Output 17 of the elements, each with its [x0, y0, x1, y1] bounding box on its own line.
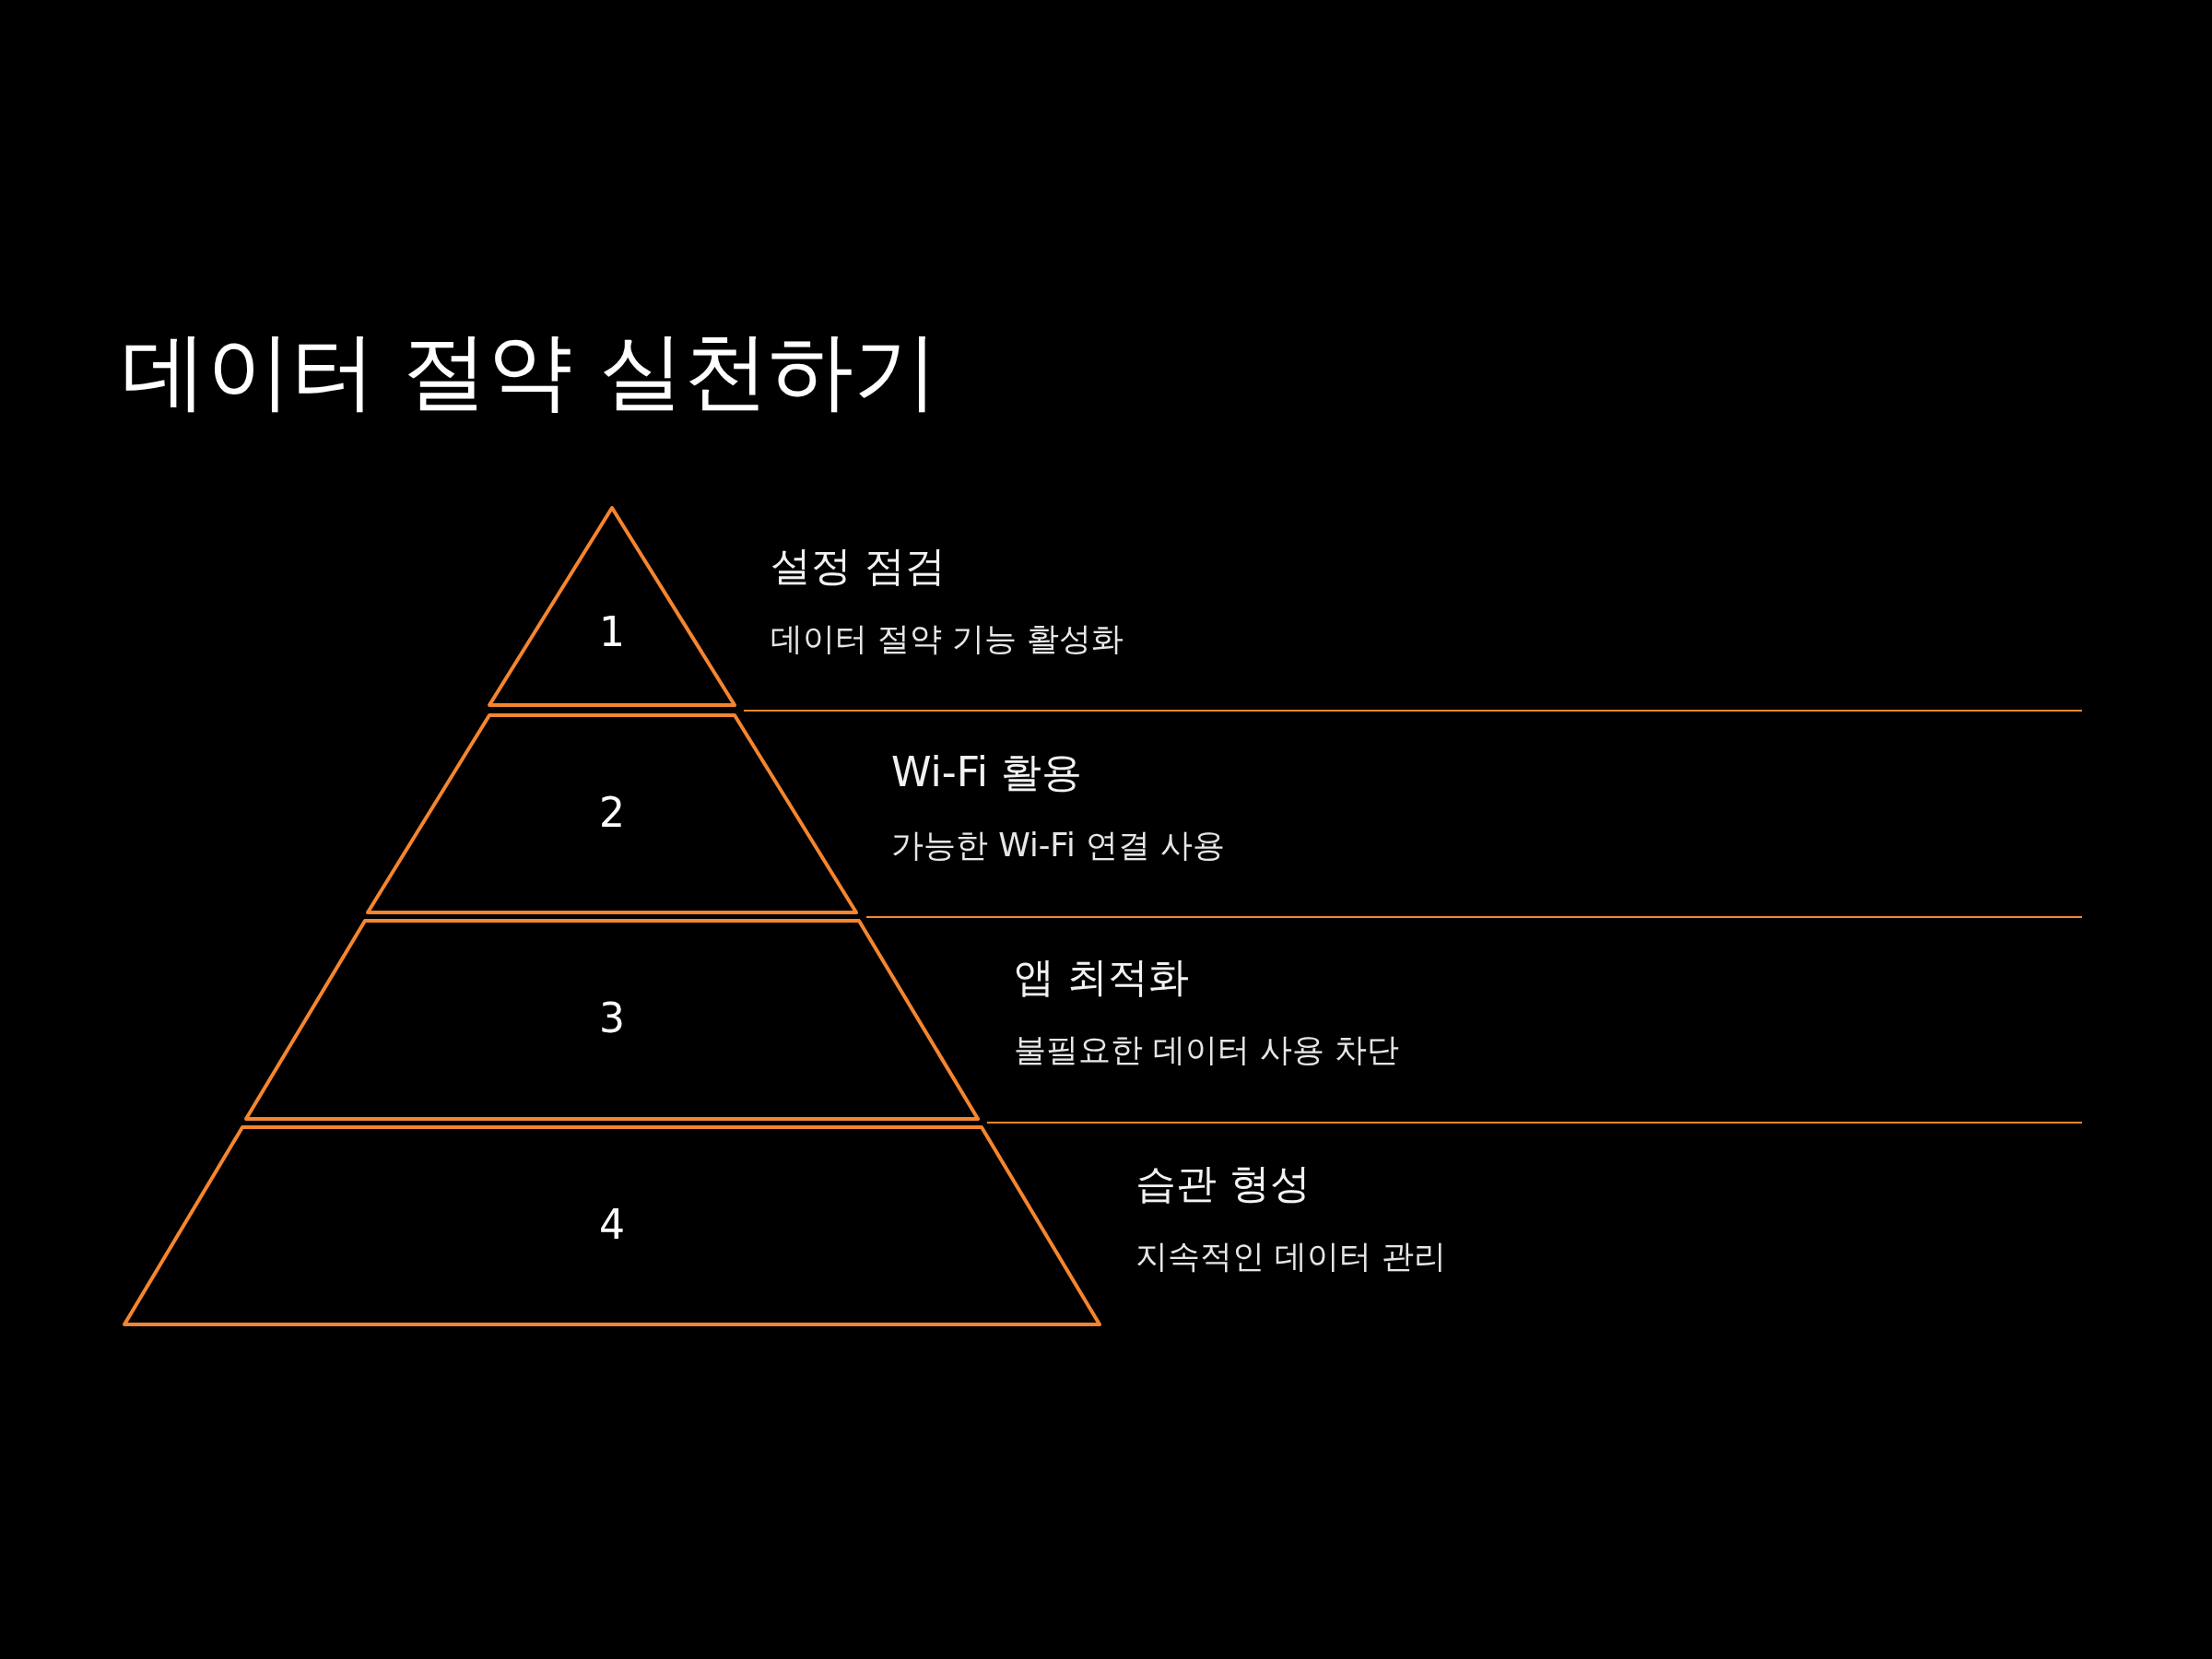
pyramid-tier [121, 1124, 1103, 1328]
tier-number: 1 [599, 612, 625, 653]
tier-description: 지속적인 데이터 관리 [1135, 1237, 1447, 1276]
tier-heading: Wi-Fi 활용 [891, 748, 1082, 797]
tier-number: 2 [599, 793, 625, 833]
tier-heading: 설정 점검 [771, 542, 946, 591]
tier-number: 3 [599, 998, 625, 1039]
tier-description: 불필요한 데이터 사용 차단 [1014, 1030, 1400, 1069]
tier-number: 4 [599, 1205, 625, 1245]
tier-description: 데이터 절약 기능 활성화 [771, 619, 1124, 658]
pyramid-top-triangle [486, 504, 738, 709]
pyramid-tier [364, 712, 860, 916]
tier-description: 가능한 Wi-Fi 연결 사용 [891, 826, 1225, 865]
pyramid-tier [242, 917, 982, 1123]
tier-heading: 앱 최적화 [1014, 953, 1189, 1002]
title: 데이터 절약 실천하기 [122, 324, 939, 418]
tier-heading: 습관 형성 [1135, 1159, 1311, 1208]
